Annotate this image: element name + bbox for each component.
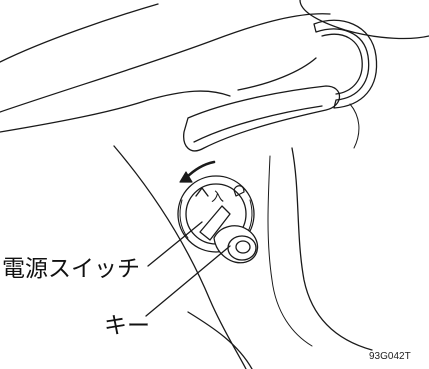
- handle-grip-inner: [321, 33, 363, 95]
- power-switch-label: 電源スイッチ: [2, 256, 140, 282]
- on-mark-label: 入: [211, 190, 224, 205]
- handle-arm-inner: [193, 105, 323, 143]
- leader-key: [145, 245, 231, 317]
- glow-mark: [233, 185, 245, 197]
- key-label: キー: [104, 313, 150, 339]
- rotation-arrowhead: [179, 171, 193, 183]
- body-contour-left: [147, 90, 231, 101]
- body-outline-upper: [0, 13, 331, 113]
- handle-arm: [183, 85, 341, 152]
- switch-bezel-outer: [177, 175, 255, 253]
- hood-edge-inner: [237, 57, 317, 91]
- rotation-arrow: [184, 160, 216, 180]
- column-right-edge: [291, 147, 373, 351]
- column-base: [187, 311, 253, 369]
- column-inner-edge: [267, 155, 313, 347]
- handle-grip: [313, 19, 378, 109]
- figure-code: 93G042T: [369, 351, 411, 362]
- leader-power-switch: [147, 221, 203, 267]
- key-head: [213, 225, 259, 264]
- hood-edge: [299, 0, 429, 40]
- handle-shadow: [349, 103, 360, 149]
- body-outline-top: [0, 3, 159, 63]
- key-ring-hole: [235, 240, 251, 254]
- key-blade: [199, 205, 231, 241]
- body-shell-panel: [0, 99, 149, 133]
- off-mark: [195, 187, 209, 197]
